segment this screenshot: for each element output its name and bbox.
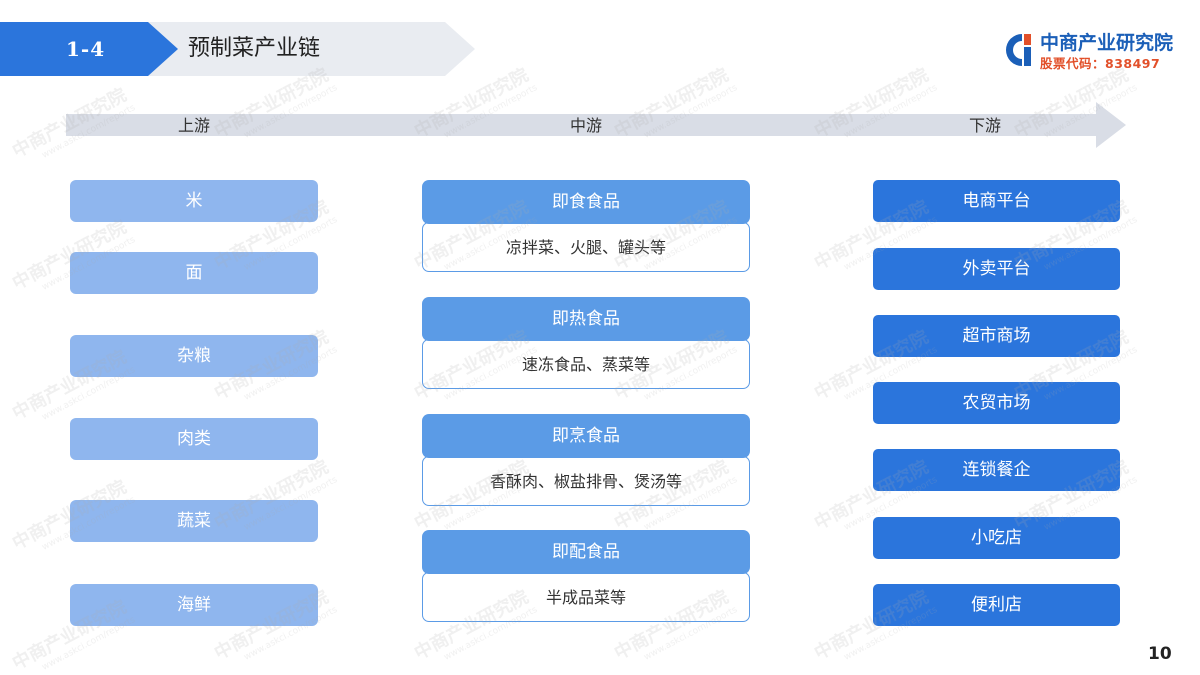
- upstream-item: 米: [70, 180, 318, 222]
- midstream-group: 即烹食品 香酥肉、椒盐排骨、煲汤等: [422, 414, 750, 506]
- downstream-item: 电商平台: [873, 180, 1120, 222]
- section-number: 1-4: [66, 37, 106, 61]
- upstream-item: 面: [70, 252, 318, 294]
- midstream-group: 即配食品 半成品菜等: [422, 530, 750, 622]
- midstream-group-detail: 速冻食品、蒸菜等: [422, 339, 750, 389]
- upstream-item: 肉类: [70, 418, 318, 460]
- company-logo: 中商产业研究院 股票代码：838497: [1000, 26, 1180, 76]
- midstream-group-title: 即烹食品: [422, 414, 750, 458]
- stage-label-midstream: 中游: [569, 116, 602, 135]
- midstream-group-title: 即配食品: [422, 530, 750, 574]
- upstream-item: 杂粮: [70, 335, 318, 377]
- logo-name: 中商产业研究院: [1040, 32, 1174, 54]
- section-header-band: [0, 22, 475, 76]
- downstream-item: 小吃店: [873, 517, 1120, 559]
- page-title: 预制菜产业链: [188, 36, 321, 61]
- stage-label-downstream: 下游: [968, 116, 1001, 135]
- midstream-group-title: 即食食品: [422, 180, 750, 224]
- page-number: 10: [1148, 644, 1172, 664]
- midstream-group: 即热食品 速冻食品、蒸菜等: [422, 297, 750, 389]
- logo-mark-icon: [1006, 34, 1031, 66]
- midstream-group-detail: 半成品菜等: [422, 572, 750, 622]
- stage-label-upstream: 上游: [177, 116, 210, 135]
- flow-arrow: [66, 102, 1126, 148]
- midstream-group: 即食食品 凉拌菜、火腿、罐头等: [422, 180, 750, 272]
- midstream-group-detail: 香酥肉、椒盐排骨、煲汤等: [422, 456, 750, 506]
- upstream-item: 海鲜: [70, 584, 318, 626]
- downstream-item: 外卖平台: [873, 248, 1120, 290]
- midstream-group-title: 即热食品: [422, 297, 750, 341]
- downstream-item: 农贸市场: [873, 382, 1120, 424]
- downstream-item: 超市商场: [873, 315, 1120, 357]
- downstream-item: 便利店: [873, 584, 1120, 626]
- logo-stock-code: 股票代码：838497: [1040, 56, 1161, 71]
- upstream-item: 蔬菜: [70, 500, 318, 542]
- downstream-item: 连锁餐企: [873, 449, 1120, 491]
- midstream-group-detail: 凉拌菜、火腿、罐头等: [422, 222, 750, 272]
